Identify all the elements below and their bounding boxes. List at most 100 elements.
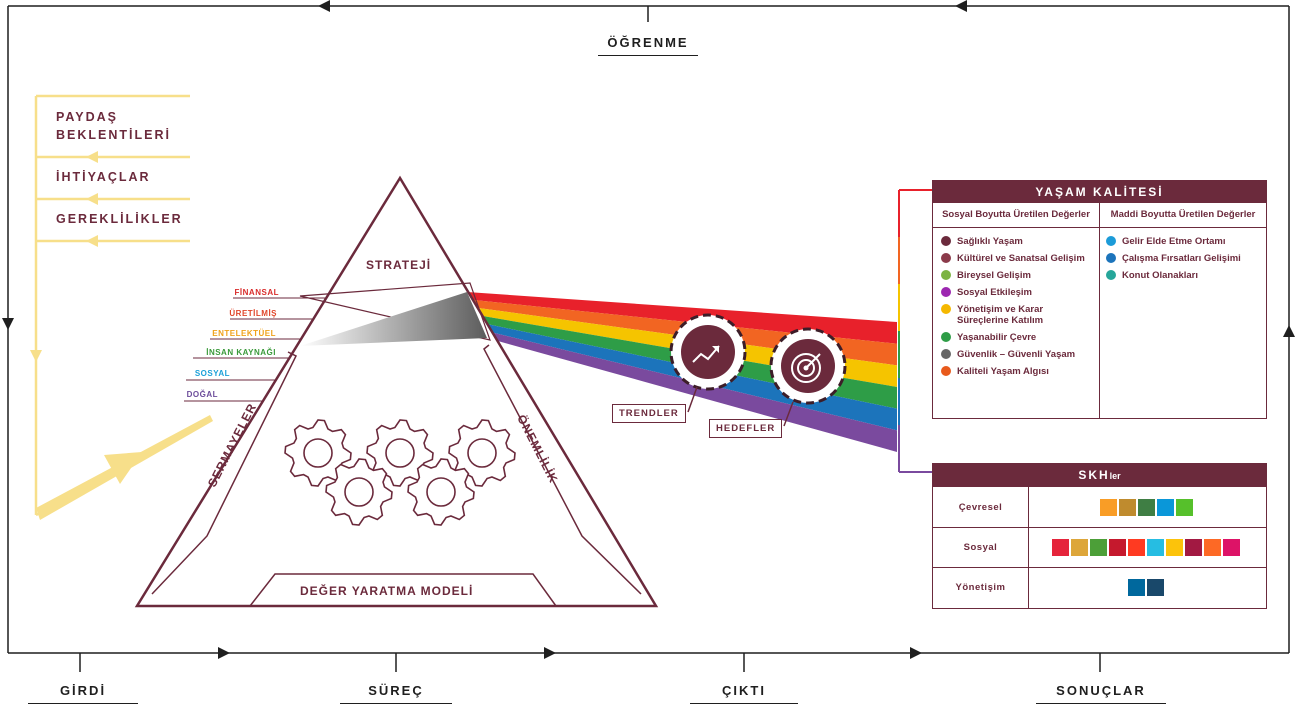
stakeholder-needs: İHTİYAÇLAR — [56, 170, 151, 184]
targets-tag: HEDEFLER — [709, 419, 783, 438]
value-item: Yönetişim ve Karar Süreçlerine Katılım — [941, 304, 1093, 326]
sdg-row: Yönetişim — [933, 567, 1266, 608]
sdg-title-main: SKH — [1078, 468, 1110, 482]
light-input-arrowhead — [104, 452, 142, 484]
value-item-icon — [941, 366, 951, 376]
value-item-label: Kaliteli Yaşam Algısı — [957, 366, 1049, 377]
sdg-row: Sosyal — [933, 527, 1266, 568]
stage-output: ÇIKTI — [690, 681, 798, 704]
value-item-label: Konut Olanakları — [1122, 270, 1199, 281]
material-values-column: Maddi Boyutta Üretilen Değerler Gelir El… — [1100, 203, 1266, 418]
value-item-label: Yaşanabilir Çevre — [957, 332, 1037, 343]
sdg-goal-icon — [1099, 498, 1117, 516]
value-item-label: Güvenlik – Güvenli Yaşam — [957, 349, 1076, 360]
value-item-label: Sağlıklı Yaşam — [957, 236, 1023, 247]
stakeholder-requirements: GEREKLİLİKLER — [56, 212, 183, 226]
trend-circle — [669, 313, 747, 391]
prism-value-model-label: DEĞER YARATMA MODELİ — [300, 584, 474, 598]
value-item-label: Yönetişim ve Karar Süreçlerine Katılım — [957, 304, 1044, 326]
spectrum-band — [483, 330, 897, 452]
sdg-goal-icon — [1166, 539, 1183, 556]
panel-bracket — [898, 189, 932, 473]
value-item-icon — [941, 236, 951, 246]
value-item-label: Gelir Elde Etme Ortamı — [1122, 236, 1226, 247]
prism-inner-panels — [151, 344, 642, 607]
capital-label: FİNANSAL — [234, 288, 279, 297]
sdg-row-divider — [1028, 487, 1029, 528]
value-item: Kaliteli Yaşam Algısı — [941, 366, 1093, 377]
gear-icon — [325, 458, 393, 526]
sdg-title-suffix: ler — [1109, 471, 1121, 481]
tag-connectors — [687, 386, 794, 427]
sdg-goal-icon — [1090, 539, 1107, 556]
prism-light-beam — [300, 292, 487, 346]
stage-learning: ÖĞRENME — [598, 33, 698, 56]
sdg-goal-icon — [1185, 539, 1202, 556]
value-item-icon — [941, 270, 951, 280]
stage-process: SÜREÇ — [340, 681, 452, 704]
gear-hole — [385, 438, 415, 468]
flow-arrows — [2, 0, 1295, 659]
value-item-icon — [1106, 236, 1116, 246]
gear-hole — [344, 477, 374, 507]
capital-label: ENTELEKTÜEL — [212, 329, 276, 338]
sdg-goal-icon — [1175, 498, 1193, 516]
value-item-label: Kültürel ve Sanatsal Gelişim — [957, 253, 1085, 264]
gear-icon — [284, 419, 352, 487]
sdg-row-name: Çevresel — [958, 501, 1003, 513]
stage-outcomes: SONUÇLAR — [1036, 681, 1166, 704]
value-item-icon — [1106, 270, 1116, 280]
stakeholder-expectations: PAYDAŞ BEKLENTİLERİ — [56, 108, 171, 144]
sdg-goal-icon — [1071, 539, 1088, 556]
sdg-goal-icon — [1147, 539, 1164, 556]
stakeholder-line-1: PAYDAŞ — [56, 110, 119, 124]
gear-icon — [407, 458, 475, 526]
target-circle — [769, 327, 847, 405]
value-item-label: Bireysel Gelişim — [957, 270, 1031, 281]
value-item: Güvenlik – Güvenli Yaşam — [941, 349, 1093, 360]
stakeholder-arrowheads — [30, 151, 98, 362]
sdg-row-name: Sosyal — [963, 542, 998, 553]
value-item-icon — [941, 304, 951, 314]
gears — [284, 419, 516, 526]
quality-of-life-title: YAŞAM KALİTESİ — [933, 181, 1266, 203]
value-item-label: Sosyal Etkileşim — [957, 287, 1032, 298]
sdg-goal-icon — [1128, 539, 1145, 556]
stakeholder-line-2: BEKLENTİLERİ — [56, 128, 171, 142]
value-item: Kültürel ve Sanatsal Gelişim — [941, 253, 1093, 264]
value-item: Çalışma Fırsatları Gelişimi — [1106, 253, 1262, 264]
value-item: Konut Olanakları — [1106, 270, 1262, 281]
gear-hole — [426, 477, 456, 507]
sdg-goal-icon — [1223, 539, 1240, 556]
sdg-goal-icon — [1128, 579, 1145, 596]
value-item-icon — [1106, 253, 1116, 263]
quality-of-life-panel: YAŞAM KALİTESİ Sosyal Boyutta Üretilen D… — [932, 180, 1267, 419]
value-item-icon — [941, 253, 951, 263]
gear-hole — [303, 438, 333, 468]
sdg-row-divider — [1028, 568, 1029, 608]
social-values-column: Sosyal Boyutta Üretilen Değerler Sağlıkl… — [933, 203, 1100, 418]
capital-label: ÜRETİLMİŞ — [229, 309, 277, 318]
value-item: Sağlıklı Yaşam — [941, 236, 1093, 247]
sdg-title: SKHler — [933, 464, 1266, 486]
capital-label: İNSAN KAYNAĞI — [206, 348, 276, 357]
gear-hole — [467, 438, 497, 468]
value-item: Gelir Elde Etme Ortamı — [1106, 236, 1262, 247]
capital-lines — [184, 297, 330, 402]
sdg-row: Çevresel — [933, 486, 1266, 528]
value-item: Yaşanabilir Çevre — [941, 332, 1093, 343]
capital-label: SOSYAL — [194, 369, 230, 378]
sdg-row-name: Yönetişim — [955, 582, 1006, 593]
value-item: Bireysel Gelişim — [941, 270, 1093, 281]
value-item-icon — [941, 332, 951, 342]
spectrum-band — [467, 292, 897, 344]
stage-input: GİRDİ — [28, 681, 138, 704]
trend-chart-icon — [681, 325, 735, 379]
capital-label: DOĞAL — [186, 390, 218, 399]
sdg-goal-icon — [1118, 498, 1136, 516]
sdg-goal-icon — [1109, 539, 1126, 556]
sdg-row-divider — [1028, 528, 1029, 568]
